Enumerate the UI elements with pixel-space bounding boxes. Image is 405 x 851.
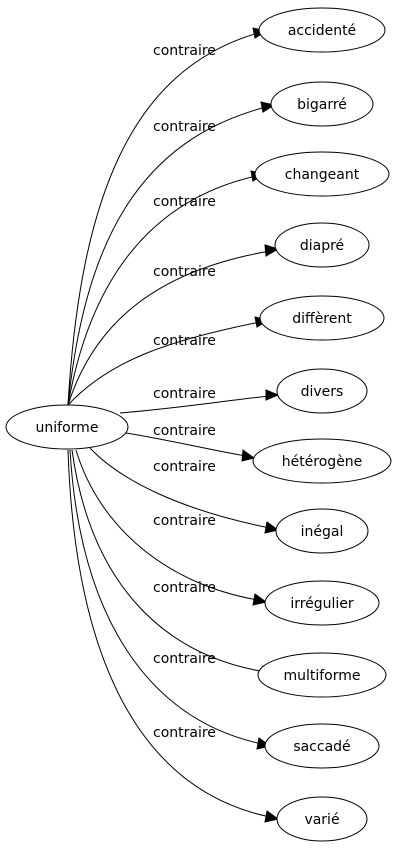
edge-label-heterogene: contraire xyxy=(153,423,216,439)
target-node-label: hétérogène xyxy=(282,454,363,470)
edge-varie xyxy=(67,449,271,818)
edge-changeant xyxy=(67,175,257,406)
target-node-changeant: changeant xyxy=(254,151,390,197)
target-node-irregulier: irrégulier xyxy=(264,580,380,626)
edge-label-diapre: contraire xyxy=(153,264,216,280)
target-node-label: diffèrent xyxy=(292,311,352,327)
target-node-ellipse xyxy=(259,295,385,341)
edge-differrent xyxy=(67,321,261,406)
edge-inegal xyxy=(89,447,271,529)
target-node-differrent: diffèrent xyxy=(259,295,385,341)
edge-multiforme xyxy=(71,449,267,673)
arrowhead-irregulier xyxy=(252,593,268,606)
target-node-ellipse xyxy=(264,580,380,626)
edge-accidente xyxy=(67,32,259,406)
target-node-diapre: diapré xyxy=(274,222,370,268)
target-node-label: saccadé xyxy=(293,739,350,755)
arrowhead-varie xyxy=(264,810,280,823)
target-node-ellipse xyxy=(257,652,387,698)
target-node-ellipse xyxy=(276,368,368,414)
target-node-label: accidenté xyxy=(288,23,356,39)
edge-label-changeant: contraire xyxy=(153,194,216,210)
target-node-ellipse xyxy=(275,508,369,554)
target-node-multiforme: multiforme xyxy=(257,652,387,698)
target-node-ellipse xyxy=(252,438,392,484)
edge-diapre xyxy=(67,250,271,406)
target-node-label: diapré xyxy=(300,238,344,254)
edge-heterogene xyxy=(119,431,247,457)
target-node-heterogene: hétérogène xyxy=(252,438,392,484)
edge-label-divers: contraire xyxy=(153,386,216,402)
edge-label-saccade: contraire xyxy=(153,651,216,667)
target-node-ellipse xyxy=(270,81,374,127)
edge-label-bigarre: contraire xyxy=(153,119,216,135)
target-node-varie: varié xyxy=(276,796,368,842)
edge-bigarre xyxy=(67,106,267,406)
target-nodes: accidenté bigarré changeant diapré diffè… xyxy=(252,7,392,842)
edge-label-irregulier: contraire xyxy=(153,513,216,529)
edge-label-multiforme: contraire xyxy=(153,580,216,596)
target-node-divers: divers xyxy=(276,368,368,414)
target-node-ellipse xyxy=(264,723,380,769)
target-node-label: irrégulier xyxy=(290,596,354,612)
edge-label-varie: contraire xyxy=(153,725,216,741)
target-node-ellipse xyxy=(258,7,386,53)
arrowhead-diapre xyxy=(264,244,280,257)
source-node: uniforme xyxy=(5,404,129,450)
edge-labels: contraire contraire contraire contraire … xyxy=(153,43,216,741)
edge-divers xyxy=(119,395,271,414)
target-node-bigarre: bigarré xyxy=(270,81,374,127)
arrowhead-inegal xyxy=(264,521,280,534)
arrowhead-heterogene xyxy=(241,449,256,462)
target-node-label: inégal xyxy=(301,524,344,540)
arrowhead-divers xyxy=(265,389,280,401)
target-node-ellipse xyxy=(254,151,390,197)
target-node-label: varié xyxy=(304,812,339,828)
edge-label-accidente: contraire xyxy=(153,43,216,59)
target-node-ellipse xyxy=(276,796,368,842)
edge-label-inegal: contraire xyxy=(153,459,216,475)
target-node-label: changeant xyxy=(285,167,360,183)
target-node-label: multiforme xyxy=(283,668,360,684)
edge-label-differrent: contraire xyxy=(153,333,216,349)
source-node-label: uniforme xyxy=(36,420,99,436)
target-node-saccade: saccadé xyxy=(264,723,380,769)
edge-saccade xyxy=(69,449,263,745)
target-node-label: divers xyxy=(301,384,344,400)
target-node-label: bigarré xyxy=(297,97,347,113)
source-node-ellipse xyxy=(5,404,129,450)
target-node-ellipse xyxy=(274,222,370,268)
target-node-inegal: inégal xyxy=(275,508,369,554)
target-node-accidente: accidenté xyxy=(258,7,386,53)
edge-irregulier xyxy=(75,449,259,601)
